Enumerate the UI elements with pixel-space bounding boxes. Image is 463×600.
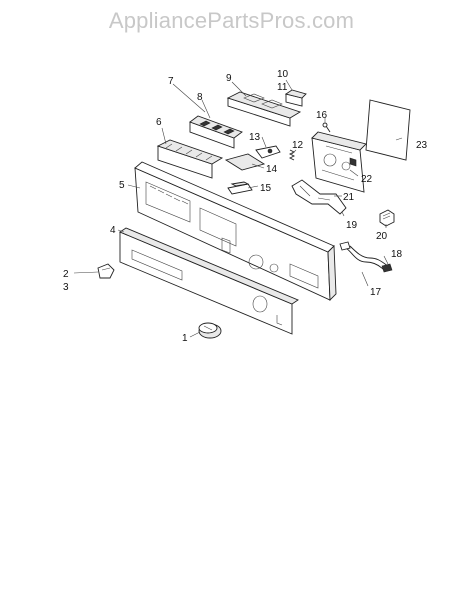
callout-15: 15 bbox=[260, 183, 272, 194]
callout-12: 12 bbox=[292, 140, 304, 151]
callout-22: 22 bbox=[361, 174, 373, 185]
part-9-cover bbox=[226, 91, 302, 127]
callout-16: 16 bbox=[316, 110, 328, 121]
part-22-control-board bbox=[311, 131, 367, 193]
callout-2: 2 bbox=[63, 269, 69, 280]
callout-3: 3 bbox=[63, 282, 69, 293]
callout-6: 6 bbox=[156, 117, 162, 128]
part-16-screw bbox=[322, 122, 331, 133]
callout-14: 14 bbox=[266, 164, 278, 175]
part-1-knob bbox=[198, 322, 222, 339]
part-20-connector bbox=[379, 209, 395, 227]
callout-1: 1 bbox=[182, 333, 188, 344]
part-8-switch-block bbox=[189, 115, 243, 149]
callout-13: 13 bbox=[249, 132, 261, 143]
part-19-bracket bbox=[291, 179, 347, 215]
part-4-front-panel bbox=[119, 227, 299, 335]
callout-7: 7 bbox=[168, 76, 174, 87]
callout-10: 10 bbox=[277, 69, 289, 80]
callout-8: 8 bbox=[197, 92, 203, 103]
part-12-spring bbox=[288, 149, 296, 161]
callout-21: 21 bbox=[343, 192, 355, 203]
watermark-text: AppliancePartsPros.com bbox=[108, 8, 355, 33]
part-5-control-console bbox=[134, 161, 337, 302]
callout-23: 23 bbox=[416, 140, 428, 151]
callout-17: 17 bbox=[370, 287, 382, 298]
callout-5: 5 bbox=[119, 180, 125, 191]
part-17-wire-harness bbox=[339, 241, 393, 273]
callout-9: 9 bbox=[226, 73, 232, 84]
part-10-module bbox=[284, 89, 307, 107]
callout-4: 4 bbox=[110, 225, 116, 236]
part-23-insulation bbox=[365, 99, 411, 161]
part-14-plate bbox=[224, 153, 266, 171]
callout-19: 19 bbox=[346, 220, 358, 231]
part-2-clip bbox=[97, 263, 115, 279]
leader-lines bbox=[73, 79, 403, 338]
part-6-switch-housing bbox=[156, 139, 224, 179]
part-13-bracket bbox=[255, 145, 281, 159]
callout-11: 11 bbox=[277, 82, 288, 93]
callout-20: 20 bbox=[376, 231, 388, 242]
callout-18: 18 bbox=[391, 249, 403, 260]
part-15-lens bbox=[227, 181, 253, 195]
callout-labels: 1 2 3 4 5 6 7 8 9 10 11 12 13 14 15 16 1… bbox=[63, 69, 428, 344]
